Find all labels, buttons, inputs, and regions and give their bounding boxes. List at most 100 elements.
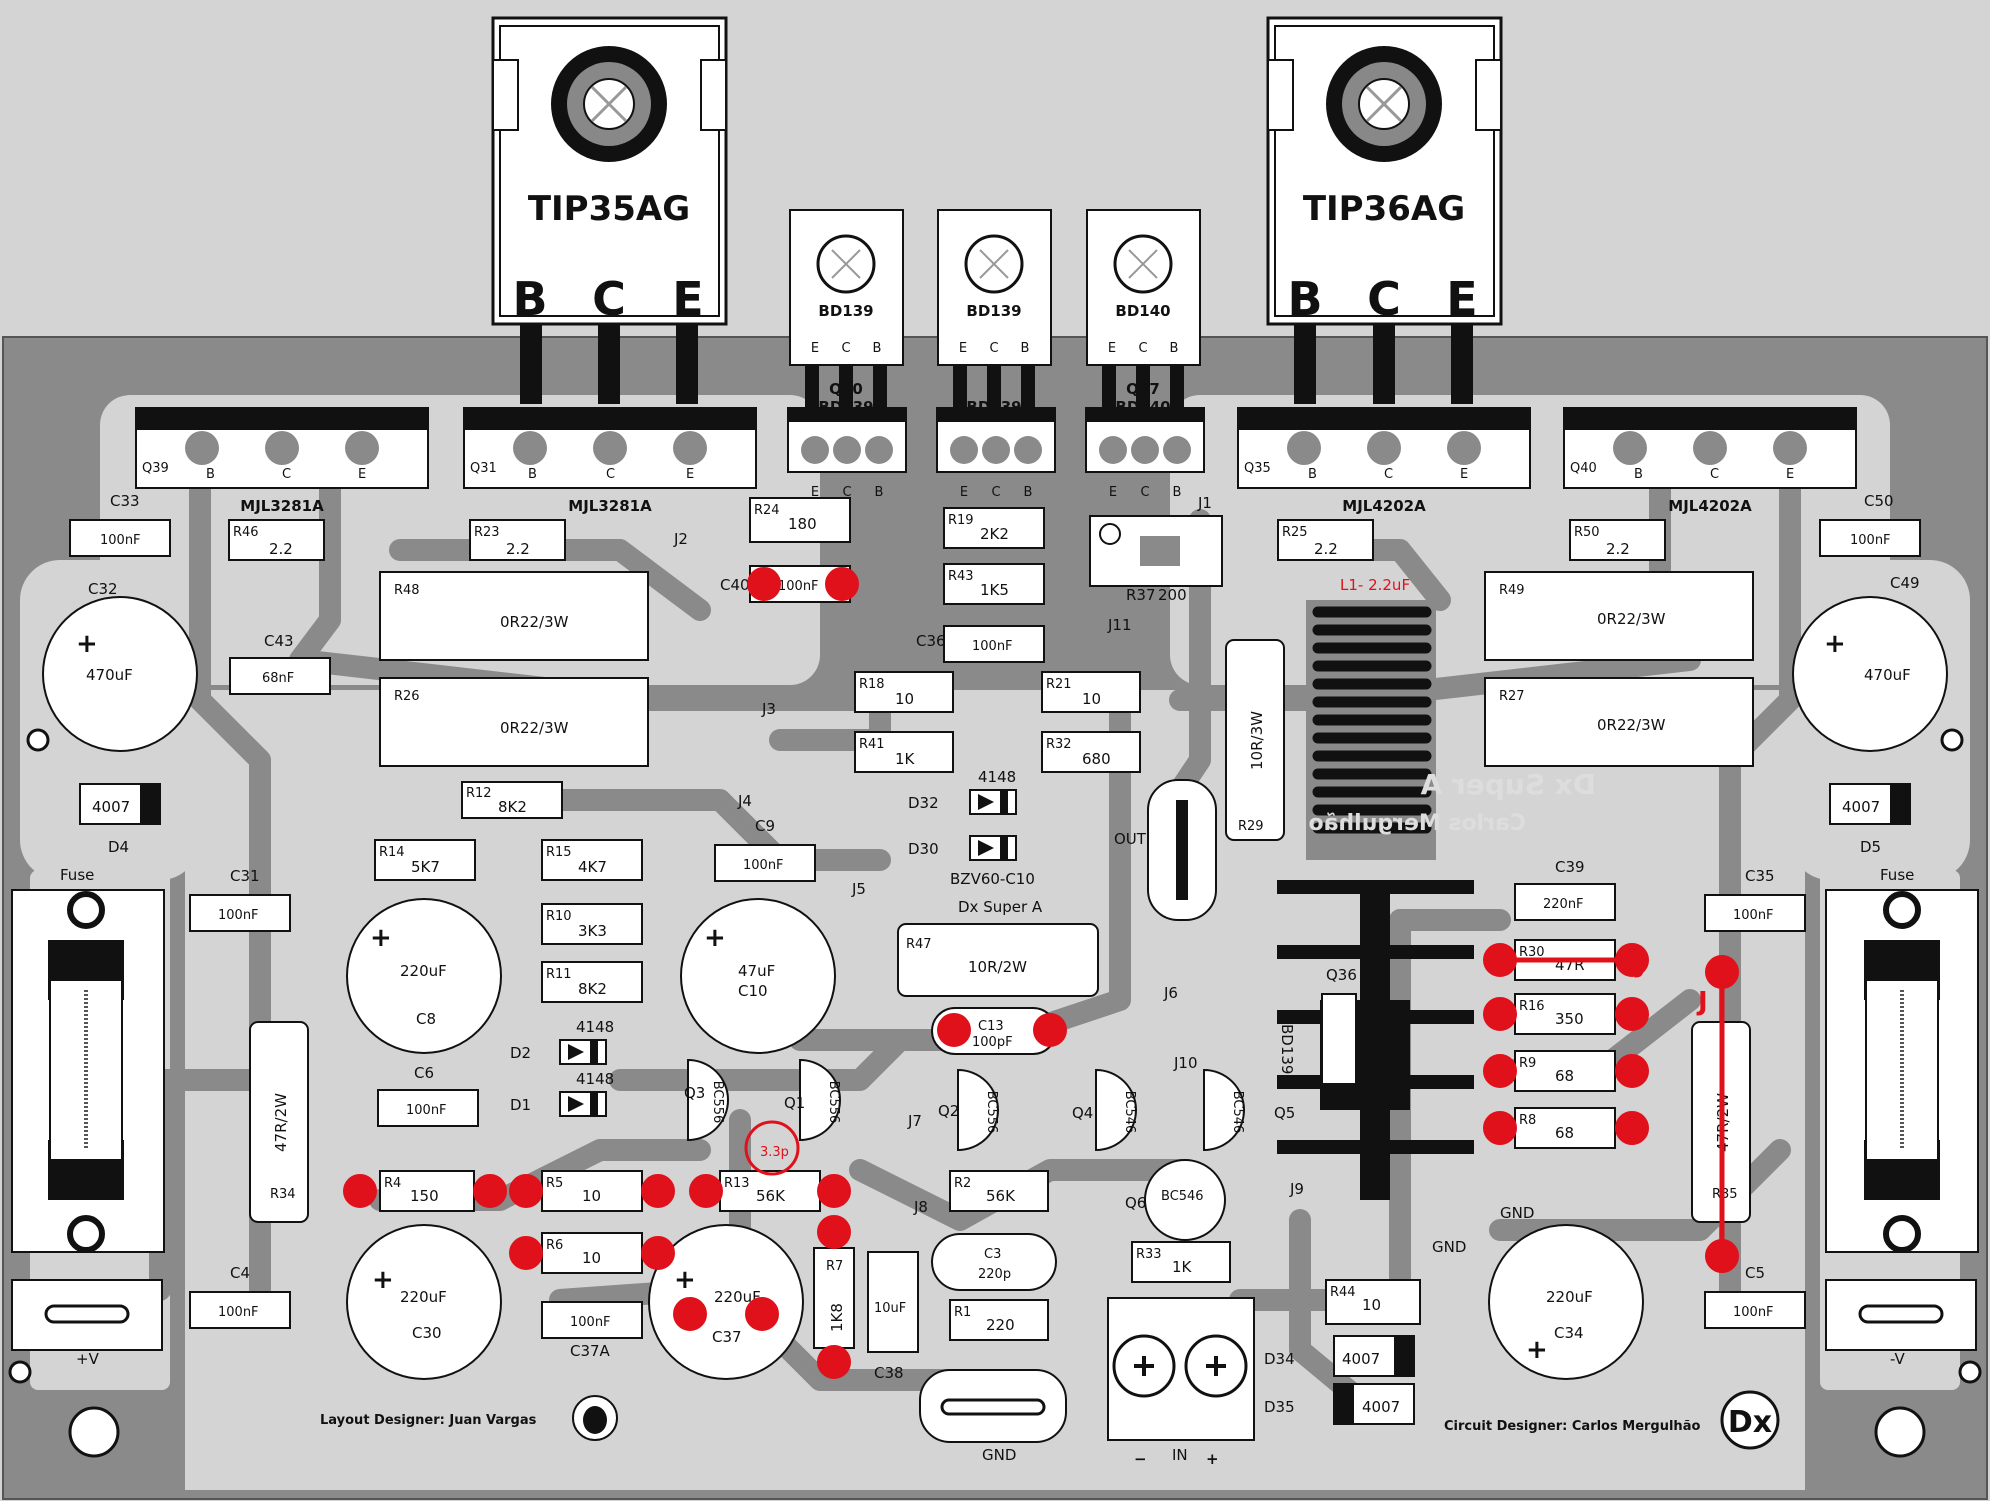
svg-text:5K7: 5K7 [411, 858, 440, 876]
svg-text:Dx: Dx [1728, 1405, 1772, 1440]
fuse-left: Fuse [11, 866, 165, 1253]
svg-text:Q4: Q4 [1072, 1104, 1093, 1122]
pin-label: C [991, 485, 1000, 500]
svg-text:R12: R12 [466, 786, 492, 801]
cap-3p3-outline [744, 1120, 800, 1176]
center-label: BZV60-C10 [950, 870, 1035, 888]
svg-text:470uF: 470uF [1864, 666, 1911, 684]
pin-label: B [512, 272, 547, 326]
pin-label: C [606, 467, 615, 482]
svg-text:R11: R11 [546, 967, 572, 982]
svg-text:220: 220 [986, 1316, 1015, 1334]
svg-text:1K8: 1K8 [828, 1303, 846, 1332]
svg-text:1K: 1K [1172, 1258, 1193, 1276]
svg-text:2.2: 2.2 [1606, 540, 1630, 558]
svg-text:C34: C34 [1554, 1324, 1584, 1342]
terminal-vplus: +V [11, 1279, 163, 1368]
svg-text:R34: R34 [270, 1187, 296, 1202]
svg-text:J1: J1 [1197, 494, 1212, 512]
svg-text:R2: R2 [954, 1176, 971, 1191]
svg-text:D2: D2 [510, 1044, 531, 1062]
svg-text:R25: R25 [1282, 525, 1308, 540]
svg-text:150: 150 [410, 1187, 439, 1205]
power-ref: Q40 [1570, 461, 1597, 476]
svg-text:C40: C40 [720, 576, 750, 594]
svg-text:C36: C36 [916, 632, 946, 650]
svg-text:R26: R26 [394, 689, 420, 704]
svg-text:100nF: 100nF [778, 579, 819, 594]
dx-logo: Dx [1720, 1390, 1780, 1450]
svg-text:100nF: 100nF [100, 533, 141, 548]
svg-text:220uF: 220uF [400, 1288, 447, 1306]
inductor-label: L1- 2.2uF [1340, 576, 1410, 594]
to247-right-label: TIP36AG [1303, 189, 1465, 229]
svg-text:GND: GND [1432, 1238, 1466, 1256]
fuse-right: Fuse [1825, 866, 1979, 1253]
svg-text:4007: 4007 [1362, 1398, 1400, 1416]
power-ref: Q35 [1244, 461, 1271, 476]
svg-text:Fuse: Fuse [60, 866, 94, 884]
svg-text:Fuse: Fuse [1880, 866, 1914, 884]
svg-text:BC556: BC556 [984, 1091, 999, 1134]
svg-text:C50: C50 [1864, 492, 1894, 510]
svg-text:C35: C35 [1745, 867, 1775, 885]
pin-label: E [811, 341, 819, 356]
terminal-vminus: -V [1825, 1279, 1977, 1368]
svg-text:C8: C8 [416, 1010, 436, 1028]
svg-text:10: 10 [1082, 690, 1101, 708]
svg-text:R18: R18 [859, 677, 885, 692]
to126-label: BD139 [818, 302, 873, 320]
svg-text:680: 680 [1082, 750, 1111, 768]
svg-text:C4: C4 [230, 1264, 250, 1282]
svg-text:100nF: 100nF [218, 1305, 259, 1320]
svg-text:C32: C32 [88, 580, 118, 598]
svg-text:C10: C10 [738, 982, 768, 1000]
svg-text:+: + [1824, 629, 1846, 659]
pin-label: B [1173, 485, 1182, 500]
to126-label: BD139 [966, 302, 1021, 320]
terminal-gnd: GND [919, 1369, 1067, 1464]
svg-text:1K5: 1K5 [980, 581, 1009, 599]
svg-text:R1: R1 [954, 1305, 971, 1320]
svg-text:10: 10 [582, 1249, 601, 1267]
pin-label: E [358, 467, 366, 482]
pin-label: B [1024, 485, 1033, 500]
svg-text:D5: D5 [1860, 838, 1881, 856]
svg-text:+: + [1206, 1450, 1219, 1468]
svg-text:BC546: BC546 [1122, 1091, 1137, 1134]
svg-text:+: + [674, 1265, 696, 1295]
heatsink: Q36 BD139 [1277, 880, 1474, 1200]
svg-text:4007: 4007 [1342, 1350, 1380, 1368]
svg-text:J2: J2 [673, 530, 688, 548]
svg-text:C31: C31 [230, 867, 260, 885]
pin-label: C [1140, 485, 1149, 500]
svg-text:C33: C33 [110, 492, 140, 510]
svg-text:R13: R13 [724, 1176, 750, 1191]
svg-text:220uF: 220uF [400, 962, 447, 980]
pin-label: E [672, 272, 703, 326]
svg-text:47uF: 47uF [738, 962, 775, 980]
svg-text:470uF: 470uF [86, 666, 133, 684]
pin-label: C [592, 272, 626, 326]
svg-text:2K2: 2K2 [980, 525, 1009, 543]
pin-label: B [1021, 341, 1030, 356]
svg-text:4148: 4148 [978, 768, 1016, 786]
svg-text:D32: D32 [908, 794, 939, 812]
svg-text:J9: J9 [1289, 1180, 1304, 1198]
svg-text:-V: -V [1890, 1350, 1906, 1368]
svg-text:2.2: 2.2 [269, 540, 293, 558]
svg-text:R27: R27 [1499, 689, 1525, 704]
